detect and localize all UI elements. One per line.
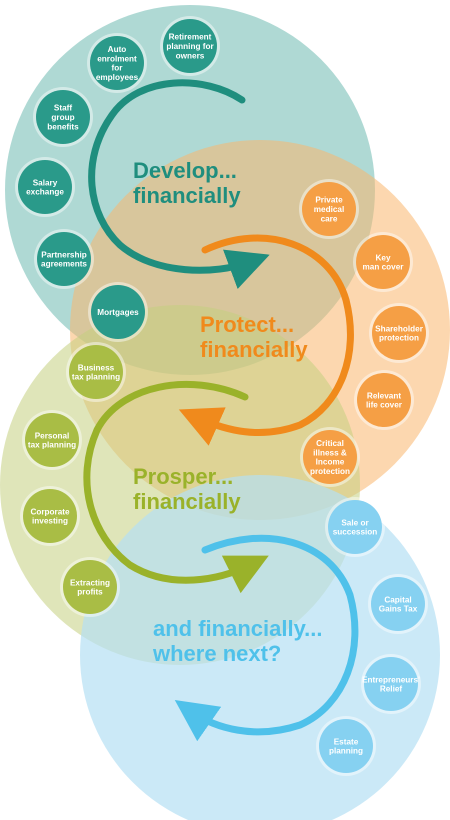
bubble-label-line: care xyxy=(321,214,338,223)
bubble-label-line: medical xyxy=(314,205,345,214)
bubble-circle xyxy=(319,719,373,773)
bubble-circle xyxy=(328,500,382,554)
prosper-arrow xyxy=(83,380,269,594)
bubble-label-line: Sale or xyxy=(341,518,369,527)
bubble-circle xyxy=(163,19,217,73)
bubble-label-line: planning xyxy=(329,747,363,756)
bubble-label-line: protection xyxy=(379,334,419,343)
bubble-label-line: Mortgages xyxy=(97,308,139,317)
bubble-label-line: Staff xyxy=(54,104,72,113)
bubble-label-line: tax planning xyxy=(72,373,120,382)
bubble-label-line: Private xyxy=(315,196,343,205)
bubble-circle xyxy=(23,489,77,543)
prosper-heading-line2: financially xyxy=(133,489,241,514)
bubble-circle xyxy=(25,413,79,467)
bubble-label-line: Shareholder xyxy=(375,324,424,333)
bubble-label-line: Relevant xyxy=(367,391,401,400)
bubble-label-line: Personal xyxy=(35,431,70,440)
bubble-circle xyxy=(36,90,90,144)
bubble-circle xyxy=(303,430,357,484)
bubble-label-line: employees xyxy=(96,73,139,82)
protect-heading-line2: financially xyxy=(200,337,308,362)
next-heading-line2: where next? xyxy=(152,641,281,666)
bubble-circle xyxy=(18,160,72,214)
bubble-label-line: enrolment xyxy=(97,54,137,63)
bubble-mortgages: Mortgages xyxy=(88,282,148,342)
bubble-label-line: Income xyxy=(316,458,345,467)
bubble-entrepreneurs-relief: Entrepreneurs'Relief xyxy=(361,654,421,714)
bubble-label-line: for xyxy=(112,64,124,73)
bubble-circle xyxy=(364,657,418,711)
bubble-label-line: Relief xyxy=(380,685,403,694)
bubble-label-line: owners xyxy=(176,51,205,60)
bubble-label-line: Corporate xyxy=(30,507,70,516)
develop-heading-line2: financially xyxy=(133,183,241,208)
bubble-circle xyxy=(356,235,410,289)
develop-arrow xyxy=(88,79,270,289)
bubble-label-line: benefits xyxy=(47,122,79,131)
bubble-circle xyxy=(302,182,356,236)
bubble-label-line: Auto xyxy=(108,45,127,54)
bubble-circle xyxy=(372,306,426,360)
bubble-label-line: Extracting xyxy=(70,578,110,587)
bubble-circle xyxy=(63,560,117,614)
bubble-circle xyxy=(357,373,411,427)
bubble-label-line: Partnership xyxy=(41,250,87,259)
protect-heading-line1: Protect... xyxy=(200,312,294,337)
bubble-label-line: exchange xyxy=(26,188,64,197)
bubble-label-line: profits xyxy=(77,588,103,597)
bubble-label-line: Critical xyxy=(316,439,344,448)
next-heading-line1: and financially... xyxy=(153,616,323,641)
protect-arrow xyxy=(178,234,354,446)
bubble-circle xyxy=(91,285,145,339)
bubble-label-line: tax planning xyxy=(28,441,76,450)
bubble-label-line: investing xyxy=(32,517,68,526)
bubble-label-line: life cover xyxy=(366,401,403,410)
flow-arrows xyxy=(83,79,359,742)
bubble-label-line: Capital xyxy=(384,595,411,604)
bubble-label-line: Entrepreneurs' xyxy=(362,675,420,684)
bubble-label-line: group xyxy=(51,113,74,122)
bubble-label-line: Salary xyxy=(33,178,58,187)
develop-heading-line1: Develop... xyxy=(133,158,237,183)
bubble-label-line: man cover xyxy=(363,263,405,272)
bubble-label-line: Estate xyxy=(334,737,359,746)
bubble-label-line: planning for xyxy=(166,42,214,51)
next-arrow xyxy=(174,534,359,742)
bubble-label-line: agreements xyxy=(41,260,87,269)
bubble-label-line: illness & xyxy=(313,448,347,457)
bubble-circle xyxy=(69,345,123,399)
bubble-circle xyxy=(371,577,425,631)
bubble-circle xyxy=(90,36,144,90)
bubble-label-line: Business xyxy=(78,363,115,372)
bubble-label-line: Retirement xyxy=(169,33,212,42)
bubble-label-line: succession xyxy=(333,528,378,537)
prosper-heading-line1: Prosper... xyxy=(133,464,233,489)
bubble-label-line: protection xyxy=(310,467,350,476)
bubble-label-line: Key xyxy=(375,253,390,262)
section-headings: Develop... financially Protect... financ… xyxy=(133,158,323,666)
bubble-label-line: Gains Tax xyxy=(379,605,418,614)
bubble-circle xyxy=(37,232,91,286)
